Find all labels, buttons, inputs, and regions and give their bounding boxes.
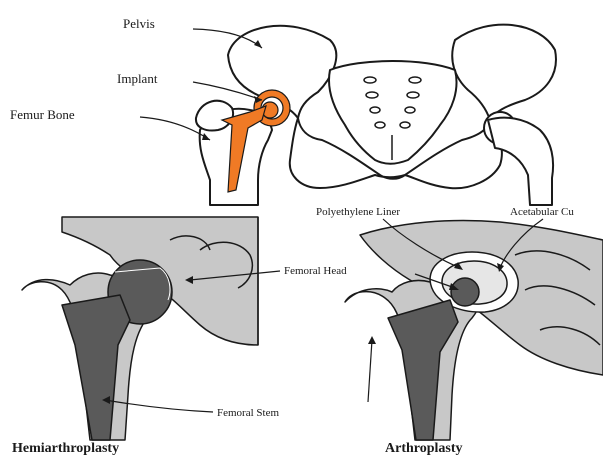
right-ilium [452, 25, 556, 120]
caption-hemiarthroplasty: Hemiarthroplasty [12, 441, 119, 456]
caption-arthroplasty: Arthroplasty [385, 441, 463, 456]
label-implant: Implant [117, 71, 158, 86]
label-pelvis: Pelvis [123, 16, 155, 31]
sacrum [329, 61, 456, 164]
label-femur-bone: Femur Bone [10, 107, 75, 122]
arthro-femoral-head [451, 278, 479, 306]
label-polyethylene-liner: Polyethylene Liner [316, 206, 400, 218]
label-acetabular-cup: Acetabular Cu [510, 206, 574, 218]
left-trochanter [196, 101, 233, 131]
label-femoral-stem: Femoral Stem [217, 407, 279, 419]
arthroplasty-illustration [345, 221, 603, 440]
label-femoral-head: Femoral Head [284, 265, 347, 277]
